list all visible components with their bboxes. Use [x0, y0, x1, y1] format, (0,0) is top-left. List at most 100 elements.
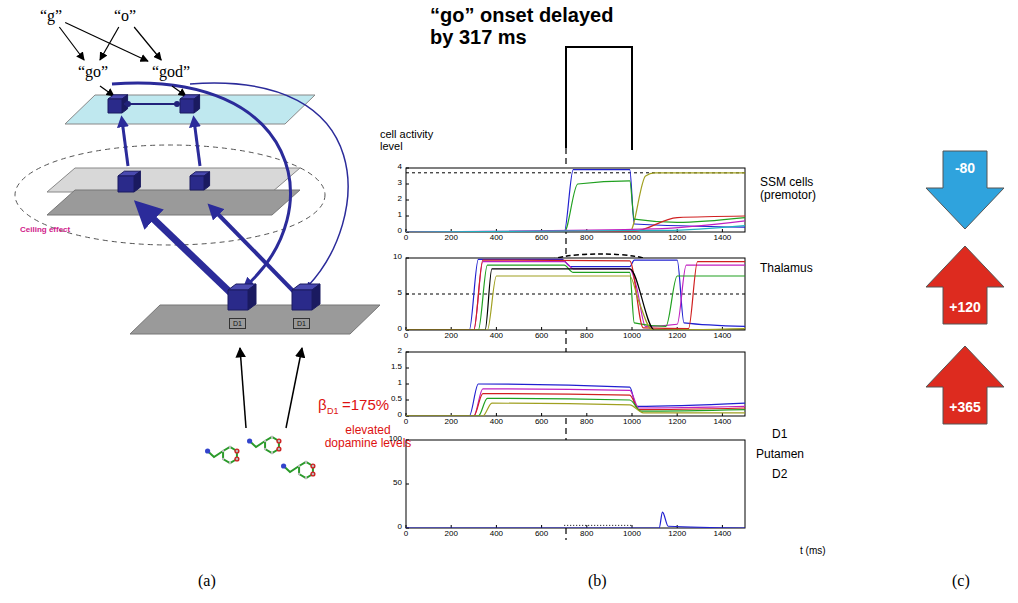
tick-label: 1 [376, 211, 402, 220]
activity-plot [406, 440, 745, 528]
inhibition-dot [174, 101, 180, 107]
tick-label: 0 [391, 332, 421, 341]
tick-label: 800 [572, 418, 602, 427]
plot-frame [406, 352, 745, 416]
tick-label: 800 [572, 332, 602, 341]
activity-trace [406, 394, 745, 416]
curved-arrow [112, 83, 290, 286]
neuron-cube [118, 171, 140, 192]
cell-group-label: Putamen [756, 448, 804, 461]
tick-label: 5 [376, 289, 402, 298]
up-arrow [194, 120, 200, 166]
activity-trace [406, 173, 745, 232]
tick-label: 0 [391, 234, 421, 243]
tick-label: 0 [376, 523, 402, 532]
activity-trace [406, 181, 745, 232]
tick-label: 2 [376, 195, 402, 204]
node-text: “o” [114, 7, 136, 25]
tick-label: 1400 [707, 332, 737, 341]
tick-label: 1400 [707, 418, 737, 427]
dopamine-label: elevated dopamine levels [318, 424, 418, 450]
dopamine-molecule [205, 446, 240, 464]
tick-label: 1000 [617, 530, 647, 539]
tick-label: 600 [527, 234, 557, 243]
cube-front [180, 99, 194, 113]
node-text: +120 [949, 299, 981, 315]
top-layer-plane [65, 95, 315, 124]
node-text: D1 [297, 320, 306, 327]
bottom-layer-plane [130, 305, 380, 334]
activity-trace [406, 389, 745, 416]
activity-trace [406, 398, 745, 416]
dopamine-arrow [286, 348, 302, 428]
letter-unit: “o” [112, 6, 138, 26]
tick-label: 1.5 [376, 363, 402, 372]
activity-trace [406, 260, 745, 330]
input-arrow [172, 86, 186, 96]
panel-letter: (b) [588, 572, 607, 590]
word-unit: “go” [76, 62, 110, 82]
plot-frame [406, 440, 745, 528]
tick-label: 1400 [707, 530, 737, 539]
tick-label: 0 [376, 325, 402, 334]
tick-label: 0 [391, 418, 421, 427]
activity-trace [406, 170, 745, 232]
activity-trace [406, 262, 745, 330]
inhibition-dot [125, 101, 131, 107]
panel-title: “go” onset delayed by 317 ms [430, 4, 630, 48]
onset-bracket [566, 47, 632, 150]
threshold-line [406, 294, 745, 295]
activity-trace [406, 221, 745, 232]
cube-front [292, 290, 312, 310]
activity-trace [406, 265, 745, 330]
d1-receptor-box: D1 [293, 318, 310, 329]
plot-frame [406, 168, 745, 232]
parameter-symbol: β [318, 397, 327, 414]
parameter-subscript: D1 [327, 407, 339, 417]
tick-label: 1200 [662, 418, 692, 427]
node-text: +365 [949, 399, 981, 415]
dopamine-molecule [247, 436, 282, 454]
tick-label: 600 [527, 332, 557, 341]
plot-frame [406, 258, 745, 330]
cube-side [248, 284, 256, 310]
cube-front [118, 176, 134, 192]
panel-letter: (a) [198, 572, 216, 590]
input-arrow [100, 86, 114, 96]
tick-label: 0.5 [376, 395, 402, 404]
note: Ceiling effect [20, 226, 70, 235]
curved-arrow [190, 83, 348, 286]
dopamine-arrow [240, 348, 246, 428]
cell-group-label: Thalamus [760, 262, 813, 275]
tick-label: 0 [376, 227, 402, 236]
middle-layer-plane [47, 190, 300, 215]
cube-side [312, 284, 320, 310]
tick-label: 200 [436, 418, 466, 427]
tick-label: 1200 [662, 234, 692, 243]
inhibition-line [124, 103, 180, 105]
activity-trace [406, 512, 745, 528]
activity-trace [406, 269, 745, 330]
activity-trace [406, 216, 745, 232]
tick-label: 0 [391, 530, 421, 539]
cell-group-label: SSM cells (premotor) [760, 176, 855, 202]
cell-group-label: D1 [772, 428, 787, 441]
node-text: “g” [40, 7, 62, 25]
activity-plot [406, 258, 745, 330]
tick-label: 800 [572, 234, 602, 243]
activity-trace [406, 259, 745, 330]
tick-label: 800 [572, 530, 602, 539]
tick-label: 3 [376, 179, 402, 188]
change-arrow: +120 [925, 245, 1005, 325]
activity-trace [406, 403, 745, 416]
tick-label: 0 [376, 411, 402, 420]
middle-layer-plane [47, 168, 300, 192]
tick-label: 400 [481, 530, 511, 539]
activity-trace [406, 226, 745, 232]
tick-label: 4 [376, 163, 402, 172]
node-text: -80 [955, 160, 975, 176]
tick-label: 200 [436, 234, 466, 243]
node-text: “god” [152, 63, 190, 81]
